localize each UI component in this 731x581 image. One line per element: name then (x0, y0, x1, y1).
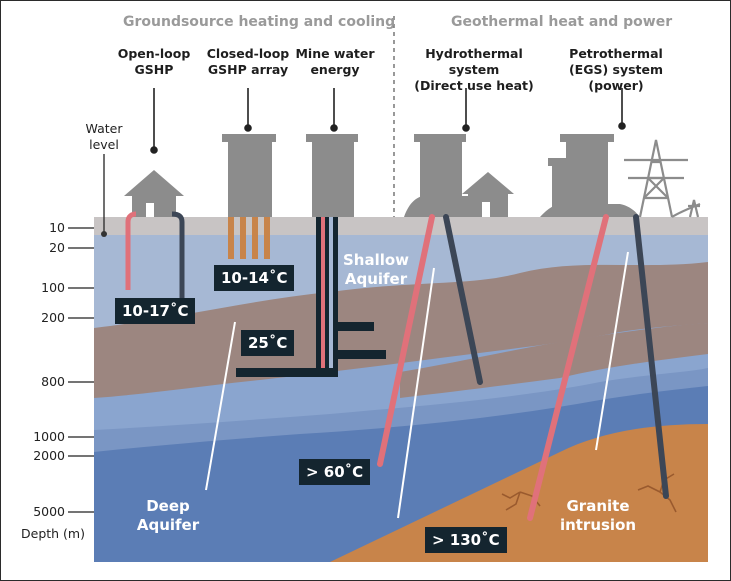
label-petrothermal: Petrothermal (EGS) system (power) (568, 46, 664, 93)
surface-strip (94, 217, 708, 237)
depth-ticks (68, 227, 94, 513)
pylon-icon (624, 139, 701, 218)
depth-tick-label: 10 (49, 220, 65, 235)
label-open-loop: Open-loop GSHP (117, 46, 191, 77)
zone-deep-aquifer: Deep Aquifer (136, 497, 200, 534)
temp-open-loop: 10-17˚C (115, 298, 196, 324)
building-icon-hydrothermal (404, 134, 514, 217)
depth-unit-label: Depth (m) (21, 526, 85, 541)
header-groundsource: Groundsource heating and cooling (123, 14, 396, 30)
building-icon-petrothermal (540, 134, 640, 217)
open-loop-pipes (125, 211, 185, 300)
depth-tick-label: 20 (49, 240, 65, 255)
depth-tick-label: 1000 (33, 429, 65, 444)
closed-loop-boreholes (228, 217, 270, 259)
water-level-label: Water level (85, 121, 123, 152)
depth-tick-label: 100 (41, 280, 65, 295)
label-closed-loop: Closed-loop GSHP array (206, 46, 290, 77)
zone-shallow-aquifer: Shallow Aquifer (342, 251, 410, 288)
label-hydrothermal: Hydrothermal system (Direct use heat) (414, 46, 534, 93)
depth-tick-label: 2000 (33, 448, 65, 463)
temp-hydrothermal: > 60˚C (299, 459, 371, 485)
temp-mine: 25˚C (241, 330, 295, 356)
header-geothermal: Geothermal heat and power (451, 14, 673, 30)
zone-granite: Granite intrusion (559, 497, 637, 534)
water-level-dot (101, 231, 107, 237)
label-mine-water: Mine water energy (295, 46, 375, 77)
building-icon-mine-water (306, 134, 358, 217)
leader-lines (150, 88, 626, 154)
depth-tick-label: 200 (41, 310, 65, 325)
deep-wells (377, 214, 669, 521)
temp-egs: > 130˚C (425, 527, 507, 553)
building-icon-closed-loop (222, 134, 276, 217)
house-icon-open-loop (124, 170, 184, 217)
ground-section (94, 217, 708, 562)
mine-water-shafts (236, 217, 386, 377)
temp-closed-loop: 10-14˚C (214, 265, 295, 291)
faults (205, 251, 629, 519)
buildings (124, 134, 701, 218)
depth-tick-label: 5000 (33, 504, 65, 519)
depth-tick-label: 800 (41, 374, 65, 389)
